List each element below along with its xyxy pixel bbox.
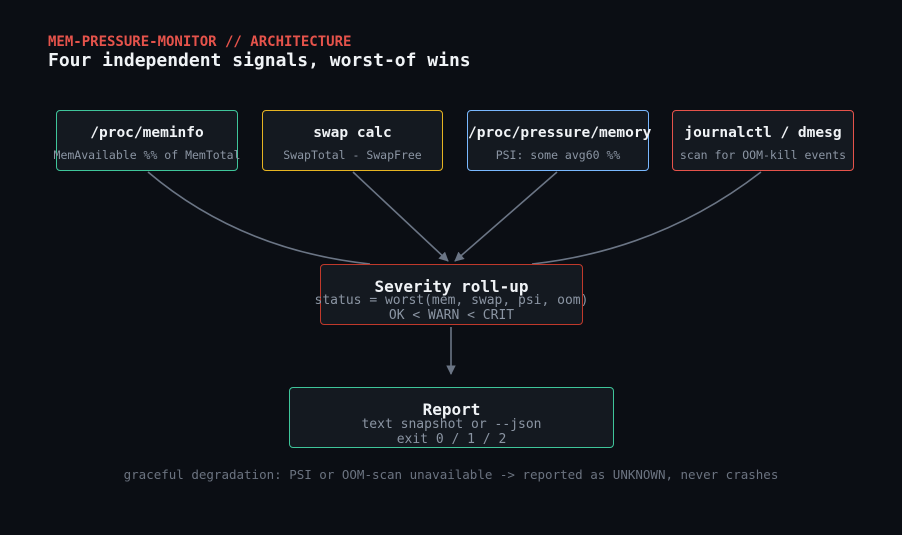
node-title: journalctl / dmesg [684,125,842,141]
node-detail-line: status = worst(mem, swap, psi, oom) [314,293,589,308]
footnote: graceful degradation: PSI or OOM-scan un… [123,467,779,482]
node-title: Report [422,400,481,419]
node-title: /proc/pressure/memory [468,125,652,141]
node-subtitle: SwapTotal - SwapFree [283,148,422,162]
node-title: swap calc [313,125,392,141]
node-detail-line: OK < WARN < CRIT [388,308,515,323]
edge-swap-to-rollup [352,171,449,262]
node-title: /proc/meminfo [90,125,204,141]
node-proc-meminfo: /proc/meminfo MemAvailable %% of MemTota… [54,110,240,171]
node-detail-line: exit 0 / 1 / 2 [396,432,507,447]
node-subtitle: scan for OOM-kill events [679,148,847,162]
node-journalctl-dmesg: journalctl / dmesg scan for OOM-kill eve… [672,110,854,171]
node-subtitle: PSI: some avg60 %% [495,148,621,162]
node-subtitle: MemAvailable %% of MemTotal [53,148,241,162]
edge-meminfo-to-rollup [147,171,371,265]
node-proc-pressure-memory: /proc/pressure/memory PSI: some avg60 %% [467,110,652,171]
edge-pressure-to-rollup [454,171,558,262]
node-detail-line: text snapshot or --json [361,417,542,432]
node-severity-rollup: Severity roll-up status = worst(mem, swa… [315,264,588,325]
node-swap-calc: swap calc SwapTotal - SwapFree [262,110,443,171]
node-title: Severity roll-up [374,277,529,296]
node-report: Report text snapshot or --json exit 0 / … [289,387,614,448]
diagram-eyebrow: MEM-PRESSURE-MONITOR // ARCHITECTURE [48,34,352,50]
diagram-title: Four independent signals, worst-of wins [48,50,471,71]
edge-journal-to-rollup [531,171,762,265]
